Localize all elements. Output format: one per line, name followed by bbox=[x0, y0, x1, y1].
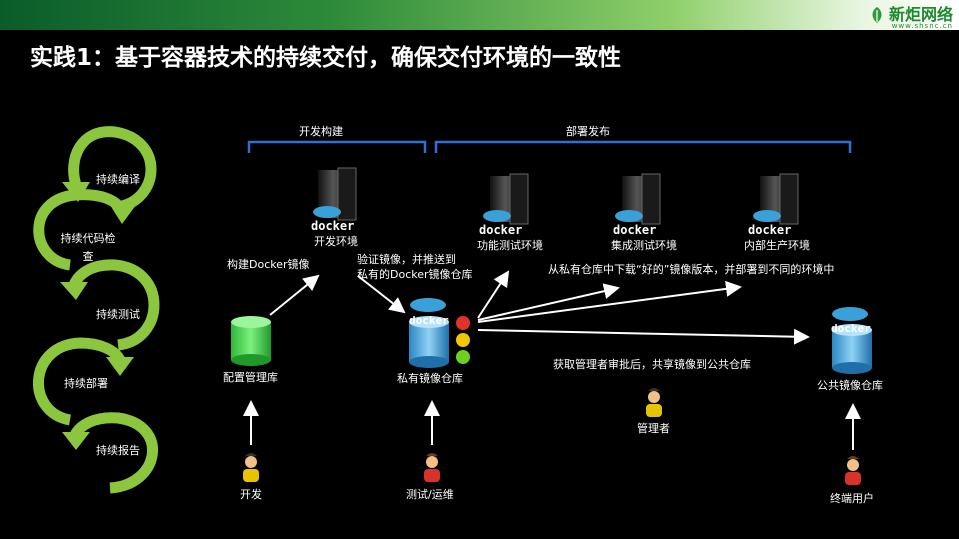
person-icon bbox=[424, 453, 440, 482]
docker-logo-text: docker bbox=[831, 322, 871, 335]
server-label-func-test: 功能测试环境 bbox=[477, 239, 543, 252]
docker-logo-text: docker bbox=[311, 219, 355, 233]
label-download: 从私有仓库中下载“好的”镜像版本，并部署到不同的环境中 bbox=[548, 263, 835, 276]
docker-logo-text: docker bbox=[409, 314, 449, 327]
person-label-manager: 管理者 bbox=[637, 422, 670, 435]
person-icon bbox=[845, 456, 861, 485]
docker-logo-text: docker bbox=[479, 223, 523, 237]
person-label-enduser: 终端用户 bbox=[830, 492, 874, 505]
server-label-dev: 开发环境 bbox=[314, 235, 358, 248]
brand-name: 新炬网络 bbox=[888, 5, 953, 24]
person-icon bbox=[646, 388, 662, 417]
cycle-arrow-2 bbox=[33, 189, 128, 271]
cycle-label-report: 持续报告 bbox=[96, 444, 140, 457]
docker-whale-icons bbox=[313, 206, 868, 321]
person-icon bbox=[243, 453, 259, 482]
label-verify-line2: 私有的Docker镜像仓库 bbox=[357, 268, 473, 281]
label-approve: 获取管理者审批后，共享镜像到公共仓库 bbox=[553, 358, 751, 371]
repo-label-private: 私有镜像仓库 bbox=[397, 372, 463, 385]
cycle-arrowheads bbox=[60, 182, 136, 450]
cycle-arrow-3 bbox=[68, 259, 160, 351]
section-deploy-label: 部署发布 bbox=[566, 125, 610, 138]
label-build-image: 构建Docker镜像 bbox=[227, 258, 310, 271]
server-icon bbox=[760, 173, 799, 225]
cycle-label-code-check: 持续代码检查 bbox=[60, 232, 116, 263]
config-repo-cylinder bbox=[231, 316, 271, 366]
cycle-arrow-5 bbox=[70, 412, 159, 494]
cycle-label-deploy: 持续部署 bbox=[64, 377, 108, 390]
bracket-build bbox=[247, 140, 427, 153]
cycle-arrow-4 bbox=[32, 337, 125, 426]
status-lights bbox=[456, 316, 470, 364]
brand-logo: 新炬网络 www.shsnc.cn bbox=[869, 0, 953, 30]
brand-url: www.shsnc.cn bbox=[891, 22, 953, 30]
docker-logo-text: docker bbox=[613, 223, 657, 237]
person-label-dev: 开发 bbox=[240, 488, 262, 501]
repo-label-config: 配置管理库 bbox=[223, 371, 278, 384]
label-verify-line1: 验证镜像，并推送到 bbox=[357, 253, 456, 266]
repo-label-public: 公共镜像仓库 bbox=[817, 379, 883, 392]
docker-logo-text: docker bbox=[748, 223, 792, 237]
private-repo-cylinder bbox=[409, 316, 449, 368]
cycle-diagram bbox=[32, 126, 160, 494]
brand-leaf-icon bbox=[872, 7, 882, 23]
bracket-deploy bbox=[434, 140, 852, 153]
server-label-internal-prod: 内部生产环境 bbox=[744, 239, 810, 252]
section-build-label: 开发构建 bbox=[299, 125, 343, 138]
cycle-arrow-1 bbox=[68, 126, 157, 213]
page-title: 实践1：基于容器技术的持续交付，确保交付环境的一致性 bbox=[30, 45, 622, 71]
top-banner bbox=[0, 0, 959, 30]
server-label-integration-test: 集成测试环境 bbox=[611, 239, 677, 252]
cycle-label-test: 持续测试 bbox=[96, 308, 140, 321]
flow-arrows bbox=[243, 270, 861, 450]
cycle-label-compile: 持续编译 bbox=[96, 173, 140, 186]
person-label-tester: 测试/运维 bbox=[406, 488, 454, 501]
public-repo-cylinder bbox=[832, 324, 872, 374]
